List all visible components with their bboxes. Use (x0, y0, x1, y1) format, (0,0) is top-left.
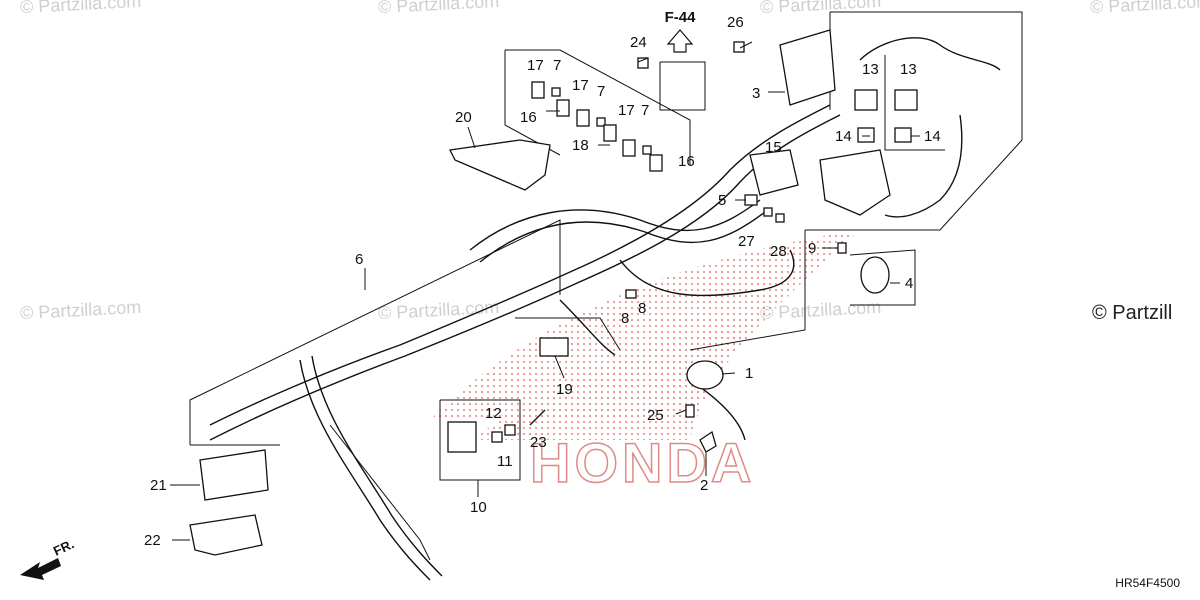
callout-7c: 7 (641, 102, 649, 119)
callout-23: 23 (530, 434, 547, 451)
callout-17c: 17 (618, 102, 635, 119)
callout-9: 9 (808, 240, 816, 257)
callout-18: 18 (572, 137, 589, 154)
callout-15: 15 (765, 139, 782, 156)
leader-lines (170, 41, 920, 541)
callout-7: 7 (553, 57, 561, 74)
callout-26: 26 (727, 14, 744, 31)
callout-27: 27 (738, 233, 755, 250)
switch (539, 337, 569, 357)
callout-20: 20 (455, 109, 472, 126)
callout-2: 2 (700, 477, 708, 494)
components (189, 29, 918, 556)
connector-cover (189, 514, 263, 556)
callout-10: 10 (470, 499, 487, 516)
callout-7b: 7 (597, 83, 605, 100)
front-direction-arrow: FR. (20, 536, 76, 580)
callout-17b: 17 (572, 77, 589, 94)
connector-housing (199, 449, 269, 501)
callout-19: 19 (556, 381, 573, 398)
ref-label: F-44 (665, 9, 697, 26)
callout-28: 28 (770, 243, 787, 260)
callout-21: 21 (150, 477, 167, 494)
callout-labels: 1 2 3 4 5 6 7 7 7 8 8 9 10 11 12 13 13 1… (144, 14, 941, 549)
callout-25: 25 (647, 407, 664, 424)
callout-16: 16 (520, 109, 537, 126)
callout-1: 1 (745, 365, 753, 382)
callout-11: 11 (497, 453, 513, 470)
callout-5: 5 (718, 192, 726, 209)
callout-14b: 14 (924, 128, 941, 145)
fuse-box-cover (449, 139, 551, 191)
callout-14: 14 (835, 128, 852, 145)
watermark-right: © Partzill (1092, 302, 1173, 324)
callout-8b: 8 (638, 300, 646, 317)
sensor (686, 360, 724, 390)
callout-24: 24 (630, 34, 647, 51)
control-unit (779, 29, 836, 106)
relay-box (749, 149, 799, 196)
front-label: FR. (51, 536, 76, 558)
diagram-code: HR54F4500 (1115, 576, 1180, 590)
callout-16b: 16 (678, 153, 695, 170)
callout-3: 3 (752, 85, 760, 102)
f44-reference-arrow: F-44 (665, 9, 697, 53)
callout-6: 6 (355, 251, 363, 268)
group-outlines (189, 11, 1023, 561)
honda-brand-text: HONDA (530, 431, 755, 494)
callout-13: 13 (862, 61, 879, 78)
callout-13b: 13 (900, 61, 917, 78)
callout-4: 4 (905, 275, 913, 292)
starter-relay (860, 256, 890, 294)
fuse-box (819, 149, 891, 216)
callout-17: 17 (527, 57, 544, 74)
callout-12: 12 (485, 405, 502, 422)
callout-8: 8 (621, 310, 629, 327)
callout-22: 22 (144, 532, 161, 549)
switch-assembly (447, 421, 477, 453)
